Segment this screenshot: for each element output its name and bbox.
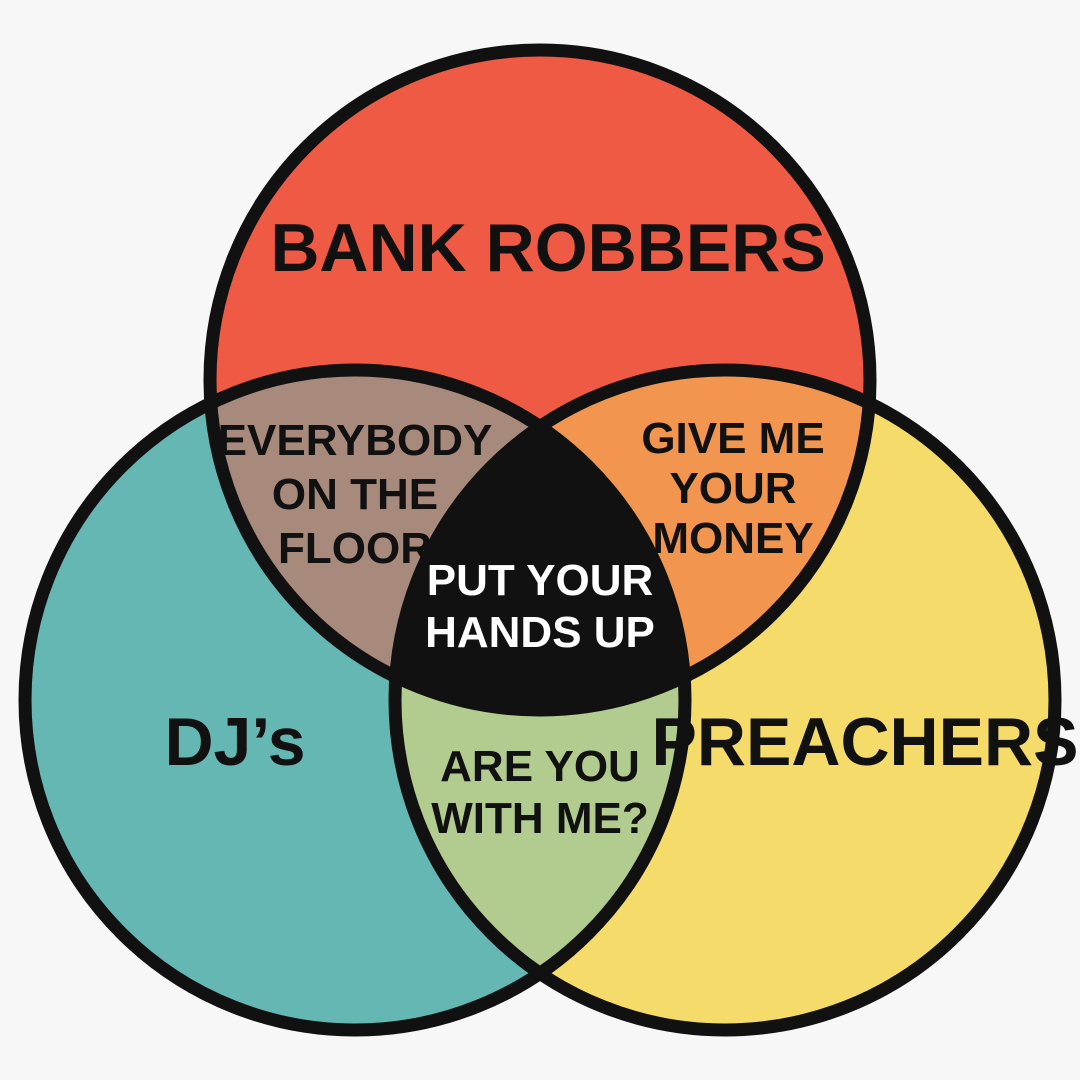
label-everybody-on-the-floor-line-2: ON THE	[272, 470, 438, 519]
label-everybody-on-the-floor-line-3: FLOOR	[278, 524, 432, 573]
outline-bank-robbers	[203, 43, 877, 717]
outline-preachers	[388, 363, 1062, 1037]
label-put-your-hands-up-line-1: PUT YOUR	[427, 556, 654, 605]
label-give-me-your-money-line-1: GIVE ME	[641, 414, 824, 463]
label-are-you-with-me-line-2: WITH ME?	[431, 794, 649, 843]
label-everybody-on-the-floor-line-1: EVERYBODY	[218, 416, 493, 465]
label-everybody-on-the-floor: EVERYBODY ON THE FLOOR	[218, 416, 493, 573]
label-are-you-with-me-line-1: ARE YOU	[440, 742, 640, 791]
label-give-me-your-money-line-3: MONEY	[652, 514, 813, 563]
label-put-your-hands-up-line-2: HANDS UP	[425, 608, 655, 657]
label-preachers: PREACHERS	[652, 704, 1079, 780]
label-bank-robbers: BANK ROBBERS	[270, 210, 825, 286]
label-djs: DJ’s	[164, 704, 305, 780]
overlap-all-three	[395, 370, 685, 710]
outline-djs	[18, 363, 692, 1037]
label-give-me-your-money-line-2: YOUR	[669, 464, 796, 513]
